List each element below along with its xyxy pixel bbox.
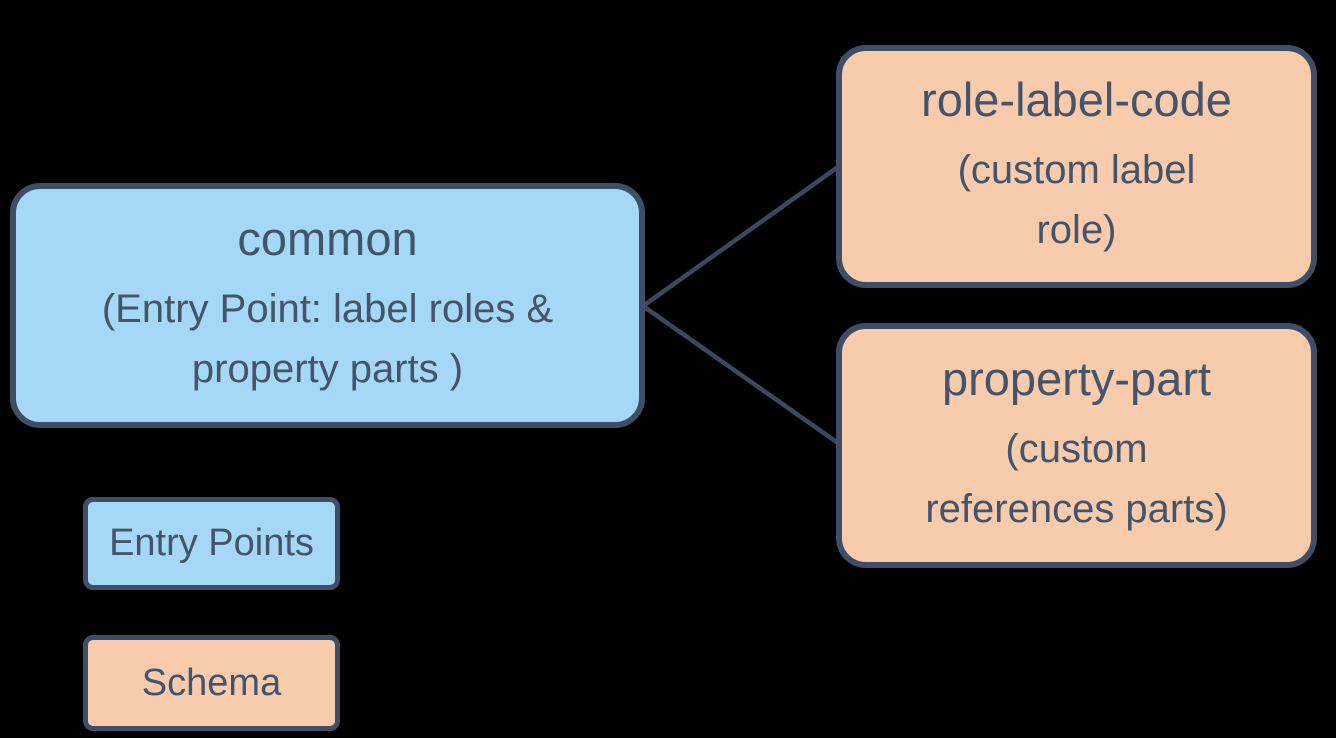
node-role-label-code-subtitle-line: (custom label <box>957 147 1196 192</box>
node-property-part-subtitle: (custom references parts) <box>925 419 1227 539</box>
node-common-subtitle: (Entry Point: label roles & property par… <box>102 279 553 399</box>
node-property-part: property-part (custom references parts) <box>836 323 1317 568</box>
node-property-part-title: property-part <box>941 352 1212 406</box>
node-role-label-code-subtitle-line: role) <box>1036 207 1117 252</box>
connector-common-to-role-label-code <box>641 165 840 308</box>
node-role-label-code-subtitle: (custom label role) <box>958 140 1196 260</box>
node-role-label-code: role-label-code (custom label role) <box>836 45 1317 288</box>
connector-common-to-property-part <box>641 304 840 445</box>
node-common-subtitle-line: (Entry Point: label roles & <box>101 286 554 331</box>
legend-schema: Schema <box>83 635 340 731</box>
node-role-label-code-title: role-label-code <box>921 73 1232 127</box>
node-property-part-subtitle-line: references parts) <box>925 486 1228 531</box>
node-common: common (Entry Point: label roles & prope… <box>10 183 645 428</box>
node-common-subtitle-line: property parts ) <box>191 346 464 391</box>
legend-schema-label: Schema <box>141 661 282 704</box>
legend-entry-points: Entry Points <box>83 497 340 590</box>
legend-entry-points-label: Entry Points <box>109 522 314 564</box>
node-property-part-subtitle-line: (custom <box>1005 426 1148 471</box>
node-common-title: common <box>237 212 418 266</box>
